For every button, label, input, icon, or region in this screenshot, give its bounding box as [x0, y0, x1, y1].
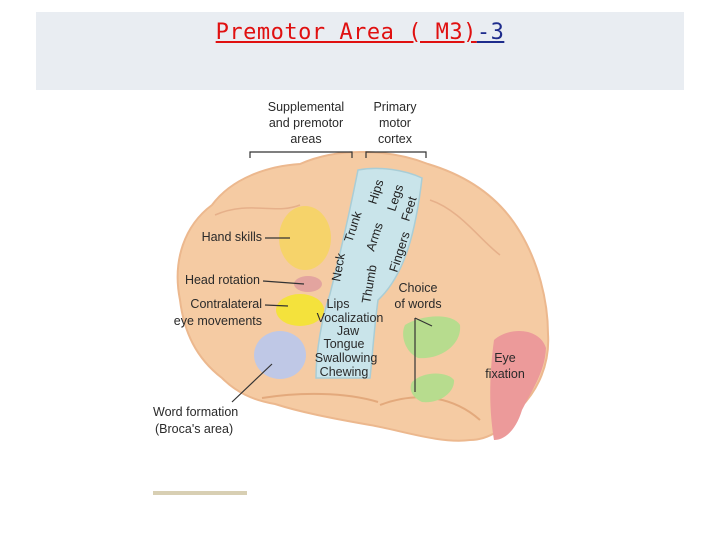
- choice-of-words-area-lower: [410, 373, 455, 403]
- head-rotation-pointer: [262, 280, 305, 285]
- eye-fixation-label-2: fixation: [485, 367, 525, 381]
- choice-label-2: of words: [394, 297, 441, 311]
- sulcus-line: [214, 204, 301, 216]
- sulcus-line: [429, 199, 501, 256]
- head-rotation-area: [294, 276, 322, 292]
- motor-label-lips: Lips: [327, 297, 350, 311]
- title-suffix: -3: [476, 20, 505, 45]
- strip-label-neck: Neck: [329, 251, 348, 282]
- broca-pointer: [231, 363, 273, 403]
- primary-label-1: Primary: [373, 100, 417, 114]
- contralateral-label-1: Contralateral: [190, 297, 262, 311]
- head-rotation-label: Head rotation: [185, 273, 260, 287]
- title-band: Premotor Area ( M3)-3: [36, 12, 684, 90]
- page-title: Premotor Area ( M3)-3: [36, 20, 684, 45]
- motor-label-chewing: Chewing: [320, 365, 369, 379]
- hand-skills-label: Hand skills: [202, 230, 262, 244]
- word-formation-label-1: Word formation: [153, 405, 238, 419]
- strip-label-thumb: Thumb: [359, 264, 380, 305]
- primary-motor-strip: [315, 167, 423, 379]
- eye-fixation-area: [490, 330, 546, 440]
- choice-of-words-area-upper: [403, 316, 461, 359]
- supplemental-label-3: areas: [290, 132, 321, 146]
- hand-skills-area: [279, 206, 331, 270]
- primary-bracket: [365, 151, 427, 158]
- sulcus-line: [261, 392, 379, 403]
- title-main: Premotor Area ( M3): [215, 20, 477, 45]
- choice-label-1: Choice: [399, 281, 438, 295]
- choice-pointer-diagonal: [414, 317, 433, 327]
- supplemental-label-2: and premotor: [269, 116, 343, 130]
- eye-movements-pointer: [264, 304, 289, 307]
- divider-rule: [153, 491, 247, 495]
- broca-area: [254, 331, 306, 379]
- motor-label-jaw: Jaw: [337, 324, 360, 338]
- primary-label-2: motor: [379, 116, 411, 130]
- motor-label-tongue: Tongue: [323, 337, 364, 351]
- supplemental-label-1: Supplemental: [268, 100, 344, 114]
- primary-label-3: cortex: [378, 132, 413, 146]
- supplemental-bracket: [249, 151, 353, 158]
- motor-label-vocalization: Vocalization: [317, 311, 384, 325]
- motor-label-swallowing: Swallowing: [315, 351, 378, 365]
- contralateral-label-2: eye movements: [174, 314, 262, 328]
- eye-fixation-label-1: Eye: [494, 351, 516, 365]
- word-formation-label-2: (Broca's area): [155, 422, 233, 436]
- eye-movements-area: [276, 294, 324, 326]
